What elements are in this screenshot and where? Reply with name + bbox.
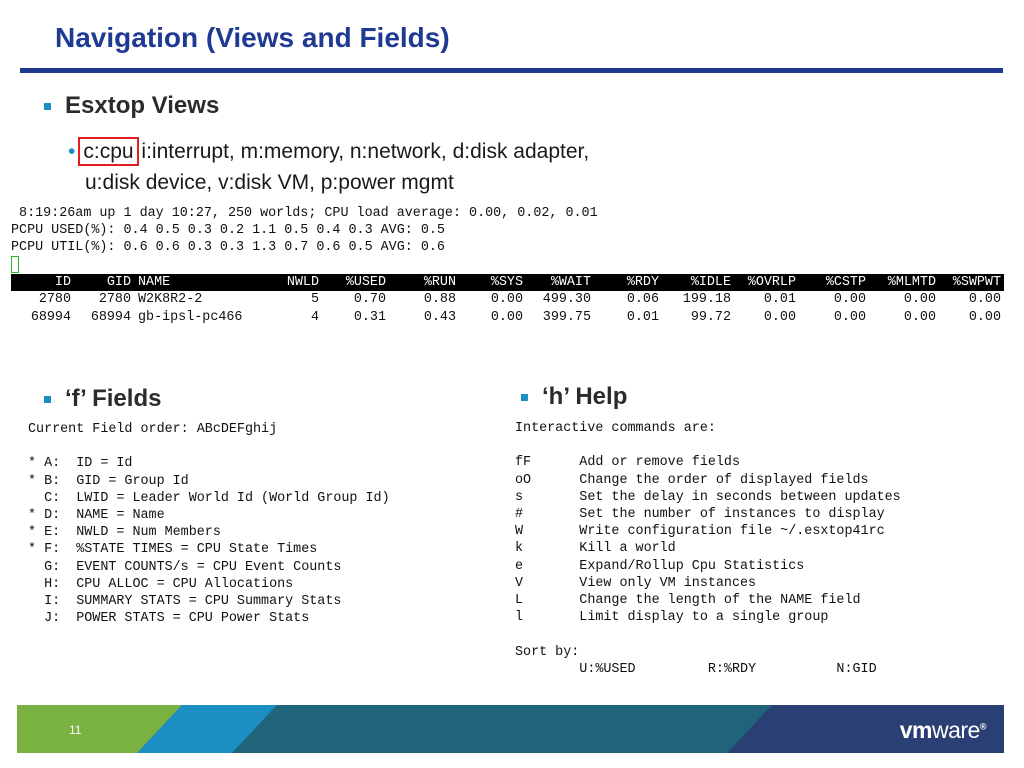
listing-line: C: LWID = Leader World Id (World Group I… bbox=[28, 490, 390, 506]
column-header: %RDY bbox=[626, 275, 659, 290]
listing-line bbox=[515, 437, 901, 454]
bullet-square-icon bbox=[44, 395, 51, 403]
column-header: %USED bbox=[345, 275, 386, 290]
help-listing: Interactive commands are: fF Add or remo… bbox=[515, 420, 901, 678]
table-cell: 0.00 bbox=[490, 292, 523, 307]
listing-line: I: SUMMARY STATS = CPU Summary Stats bbox=[28, 594, 342, 610]
listing-line bbox=[515, 626, 901, 643]
table-cell: 0.88 bbox=[423, 292, 456, 307]
table-cell: 68994 bbox=[30, 310, 71, 325]
fields-heading: ‘f’ Fields bbox=[65, 385, 162, 412]
fields-listing: Current Field order: ABcDEFghij * A: ID … bbox=[28, 421, 390, 627]
listing-line: e Expand/Rollup Cpu Statistics bbox=[515, 558, 805, 574]
table-cell: 2780 bbox=[38, 292, 71, 307]
bullet-dot-icon: • bbox=[68, 140, 76, 163]
table-cell: W2K8R2-2 bbox=[138, 292, 203, 307]
table-cell: 0.70 bbox=[353, 292, 386, 307]
column-header: %RUN bbox=[423, 275, 456, 290]
table-cell: 0.00 bbox=[833, 310, 866, 325]
page-number: 11 bbox=[69, 723, 82, 737]
listing-line: V View only VM instances bbox=[515, 575, 757, 591]
views-heading: Esxtop Views bbox=[65, 92, 220, 119]
column-header: %WAIT bbox=[550, 275, 591, 290]
bullet-square-icon bbox=[44, 102, 51, 110]
table-cell: gb-ipsl-pc466 bbox=[138, 310, 243, 325]
column-header: %IDLE bbox=[690, 275, 731, 290]
listing-line: oO Change the order of displayed fields bbox=[515, 472, 869, 488]
column-header: %SWPWT bbox=[952, 275, 1001, 290]
table-cell: 0.00 bbox=[968, 310, 1001, 325]
column-header: ID bbox=[54, 275, 71, 290]
listing-line: * E: NWLD = Num Members bbox=[28, 525, 221, 541]
table-cell: 0.06 bbox=[626, 292, 659, 307]
views-line1: i:interrupt, m:memory, n:network, d:disk… bbox=[135, 140, 590, 163]
table-cell: 499.30 bbox=[542, 292, 591, 307]
table-cell: 99.72 bbox=[690, 310, 731, 325]
table-cell: 2780 bbox=[98, 292, 131, 307]
listing-line: * B: GID = Group Id bbox=[28, 473, 189, 489]
listing-line: * F: %STATE TIMES = CPU State Times bbox=[28, 542, 318, 558]
footer-navy-band bbox=[727, 705, 1004, 753]
title-divider bbox=[20, 68, 1003, 73]
table-cell: 68994 bbox=[90, 310, 131, 325]
listing-line: s Set the delay in seconds between updat… bbox=[515, 489, 901, 505]
table-row: 2780 2780 W2K8R2-2 5 0.70 0.88 0.00 499.… bbox=[11, 291, 1004, 308]
terminal-summary-line: 8:19:26am up 1 day 10:27, 250 worlds; CP… bbox=[11, 206, 598, 221]
column-header: GID bbox=[106, 275, 131, 290]
listing-line: Interactive commands are: bbox=[515, 421, 716, 436]
column-header: NWLD bbox=[286, 275, 319, 290]
fields-bullet: ‘f’ Fields bbox=[44, 385, 161, 413]
listing-line: fF Add or remove fields bbox=[515, 455, 740, 471]
terminal-summary-line: PCPU USED(%): 0.4 0.5 0.3 0.2 1.1 0.5 0.… bbox=[11, 223, 445, 238]
column-header: NAME bbox=[138, 275, 171, 290]
views-line2: u:disk device, v:disk VM, p:power mgmt bbox=[85, 171, 454, 194]
listing-line: W Write configuration file ~/.esxtop41rc bbox=[515, 524, 885, 540]
table-cell: 0.00 bbox=[968, 292, 1001, 307]
help-bullet: ‘h’ Help bbox=[521, 383, 627, 411]
cpu-view-highlight: c:cpu bbox=[78, 137, 139, 166]
table-cell: 0.01 bbox=[763, 292, 796, 307]
table-cell: 0.43 bbox=[423, 310, 456, 325]
listing-line: * A: ID = Id bbox=[28, 456, 133, 472]
terminal-summary-line: PCPU UTIL(%): 0.6 0.6 0.3 0.3 1.3 0.7 0.… bbox=[11, 240, 445, 255]
listing-line: * D: NAME = Name bbox=[28, 508, 165, 524]
listing-line: U:%USED R:%RDY N:GID bbox=[515, 661, 877, 677]
listing-line: J: POWER STATS = CPU Power Stats bbox=[28, 611, 310, 627]
process-table-header: ID GID NAME NWLD %USED %RUN %SYS %WAIT %… bbox=[11, 274, 1004, 291]
help-heading: ‘h’ Help bbox=[542, 383, 628, 410]
table-row: 68994 68994 gb-ipsl-pc466 4 0.31 0.43 0.… bbox=[11, 309, 1004, 326]
listing-line: G: EVENT COUNTS/s = CPU Event Counts bbox=[28, 559, 342, 575]
column-header: %OVRLP bbox=[747, 275, 796, 290]
table-cell: 399.75 bbox=[542, 310, 591, 325]
listing-line bbox=[28, 438, 390, 455]
table-cell: 0.00 bbox=[763, 310, 796, 325]
table-cell: 199.18 bbox=[682, 292, 731, 307]
table-cell: 0.00 bbox=[903, 292, 936, 307]
table-cell: 5 bbox=[310, 292, 319, 307]
column-header: %SYS bbox=[490, 275, 523, 290]
column-header: %CSTP bbox=[825, 275, 866, 290]
table-cell: 0.01 bbox=[626, 310, 659, 325]
terminal-cursor-icon bbox=[11, 256, 19, 273]
column-header: %MLMTD bbox=[887, 275, 936, 290]
listing-line: Sort by: bbox=[515, 644, 580, 660]
table-cell: 0.00 bbox=[833, 292, 866, 307]
listing-line: H: CPU ALLOC = CPU Allocations bbox=[28, 576, 294, 592]
listing-line: k Kill a world bbox=[515, 541, 676, 557]
table-cell: 0.00 bbox=[490, 310, 523, 325]
table-cell: 0.31 bbox=[353, 310, 386, 325]
listing-line: l Limit display to a single group bbox=[515, 610, 829, 626]
views-description: •c:cpu i:interrupt, m:memory, n:network,… bbox=[68, 136, 589, 198]
views-bullet: Esxtop Views bbox=[44, 92, 219, 120]
listing-line: L Change the length of the NAME field bbox=[515, 593, 861, 609]
bullet-square-icon bbox=[521, 393, 528, 401]
slide-title: Navigation (Views and Fields) bbox=[55, 22, 450, 53]
listing-line: Current Field order: ABcDEFghij bbox=[28, 422, 278, 437]
table-cell: 4 bbox=[310, 310, 319, 325]
slide-footer: 11 vmware® bbox=[17, 705, 1004, 753]
table-cell: 0.00 bbox=[903, 310, 936, 325]
listing-line: # Set the number of instances to display bbox=[515, 507, 885, 523]
vmware-logo: vmware® bbox=[899, 717, 987, 743]
